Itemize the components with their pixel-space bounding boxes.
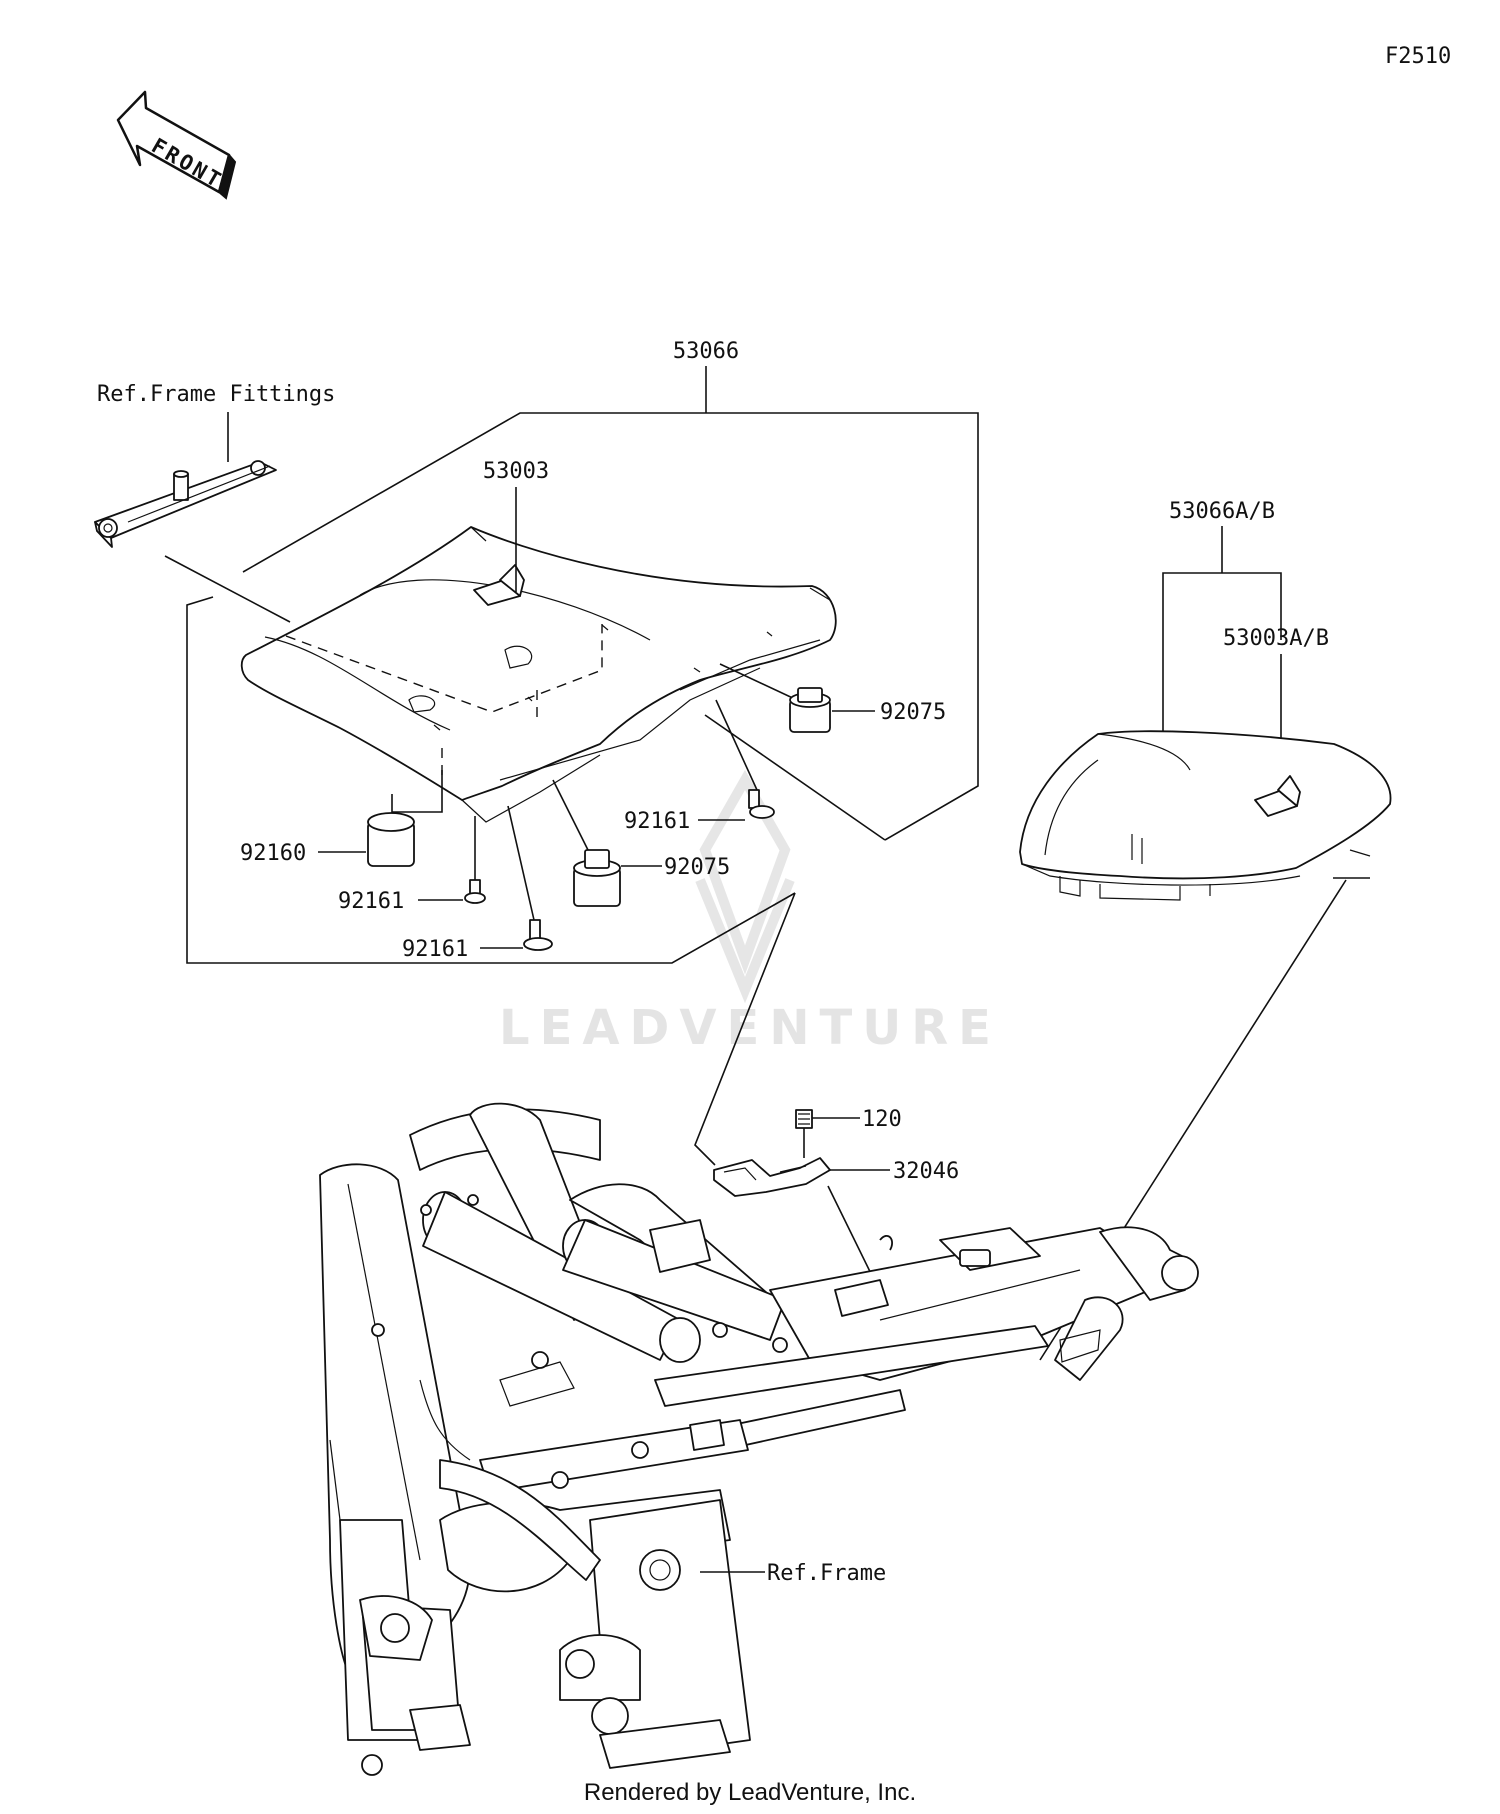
screw-92161-mid bbox=[464, 816, 486, 904]
guide-seat-to-frame-a bbox=[704, 714, 886, 841]
motorcycle-frame bbox=[319, 1102, 1199, 1776]
screw-92161-rear bbox=[715, 699, 775, 819]
bracket-53066-top bbox=[242, 412, 979, 841]
footer-credit: Rendered by LeadVenture, Inc. bbox=[584, 1779, 916, 1806]
label-32046: 32046 bbox=[893, 1159, 959, 1184]
watermark-text: LEADVENTURE bbox=[499, 1000, 1001, 1056]
rubber-damper-92075-rear bbox=[719, 663, 831, 733]
watermark: LEADVENTURE bbox=[499, 769, 1001, 1056]
label-92161-a: 92161 bbox=[624, 809, 690, 834]
label-92075-mid: 92075 bbox=[664, 855, 730, 880]
screw-92161-front bbox=[507, 805, 553, 951]
alternate-seat bbox=[1019, 730, 1392, 901]
label-53066ab: 53066A/B bbox=[1169, 499, 1275, 524]
label-92160: 92160 bbox=[240, 841, 306, 866]
main-seat bbox=[240, 526, 837, 823]
seat-bracket-32046 bbox=[713, 1157, 831, 1197]
label-ref-frame-fittings: Ref.Frame Fittings bbox=[97, 382, 335, 407]
reference-code: F2510 bbox=[1385, 44, 1451, 69]
guide-fitting-to-seat bbox=[164, 555, 291, 623]
label-53003ab: 53003A/B bbox=[1223, 626, 1329, 651]
label-92161-b: 92161 bbox=[338, 889, 404, 914]
frame-fitting-plate bbox=[94, 460, 277, 548]
label-92075-rear: 92075 bbox=[880, 700, 946, 725]
bolt-120 bbox=[795, 1109, 813, 1158]
label-53066: 53066 bbox=[673, 339, 739, 364]
label-120: 120 bbox=[862, 1107, 902, 1132]
label-ref-frame: Ref.Frame bbox=[767, 1561, 886, 1586]
rubber-damper-92160 bbox=[367, 770, 443, 867]
label-92161-c: 92161 bbox=[402, 937, 468, 962]
label-53003: 53003 bbox=[483, 459, 549, 484]
rubber-damper-92075-mid bbox=[552, 779, 621, 907]
bracket-53066-bottom bbox=[186, 596, 796, 964]
guide-seat-to-bracket bbox=[694, 892, 796, 1166]
bracket-53066ab bbox=[1162, 572, 1282, 733]
front-arrow-icon: FRONT bbox=[116, 90, 237, 200]
